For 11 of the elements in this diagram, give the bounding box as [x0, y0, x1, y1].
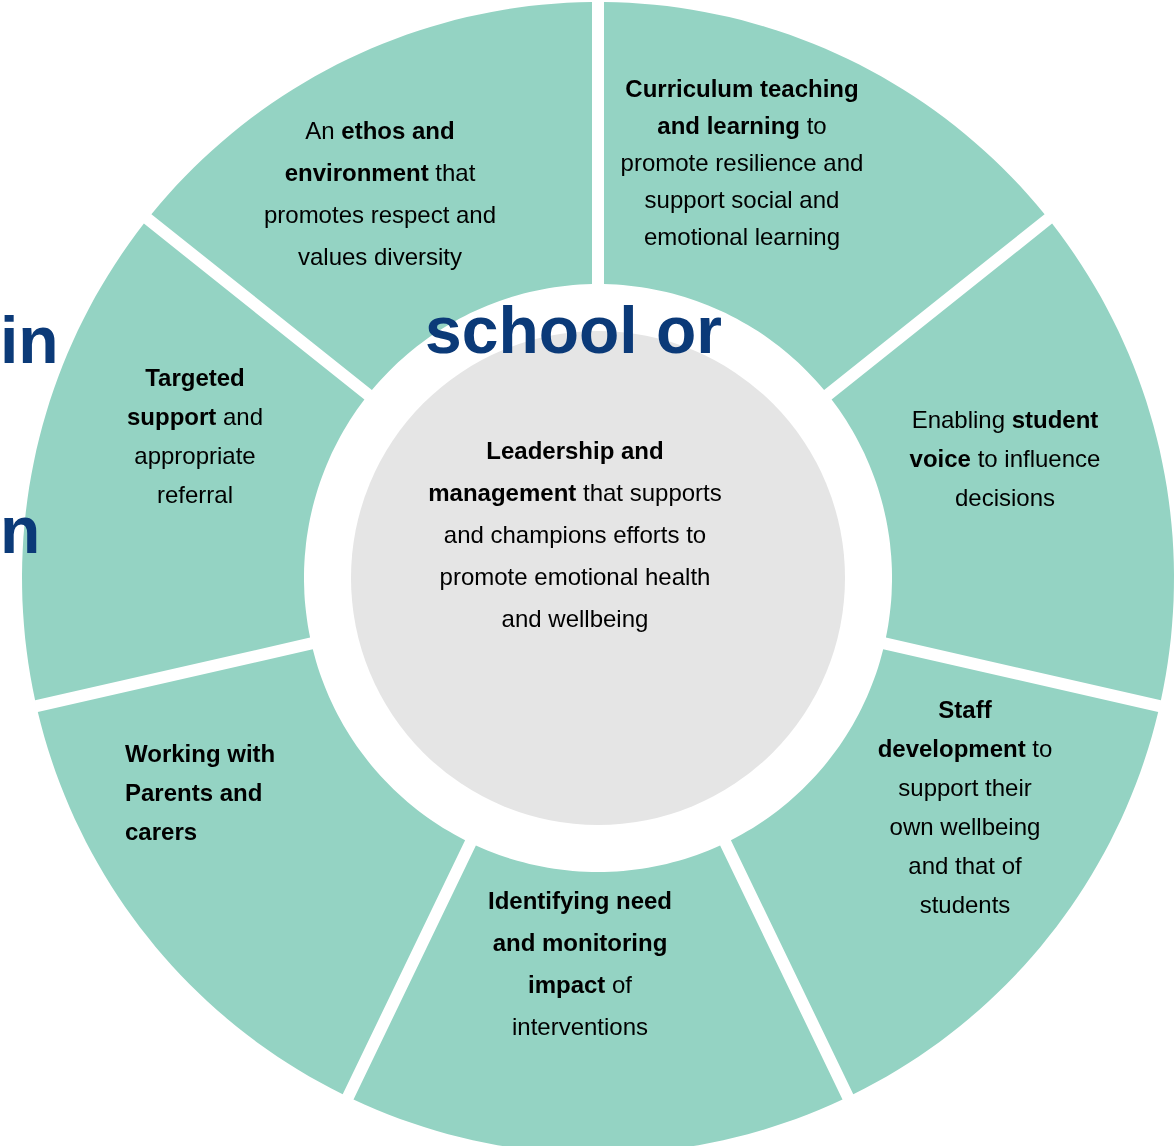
- segment-text: Working with Parents and carers: [125, 739, 277, 847]
- segment-text: Staff development to support their own wellbeing and that of students: [876, 695, 1054, 920]
- segment-text: Identifying need and monitoring impact of interventions: [487, 886, 673, 1042]
- heading-fragment: in: [0, 305, 59, 375]
- heading-fragment: school or: [425, 295, 723, 365]
- segment-text: Enabling student voice to influence decisions: [908, 405, 1102, 513]
- segment-text: Leadership and management that supports and champions efforts to promote emotional health and wellbeing: [427, 436, 723, 634]
- segment-text: Targeted support and appropriate referral: [125, 363, 264, 510]
- heading-fragment: n: [0, 495, 41, 565]
- segment-text: An ethos and environment that promotes respect and values diversity: [262, 116, 498, 272]
- segment-text: Curriculum teaching and learning to promote resilience and support social and emotional learning: [619, 74, 865, 252]
